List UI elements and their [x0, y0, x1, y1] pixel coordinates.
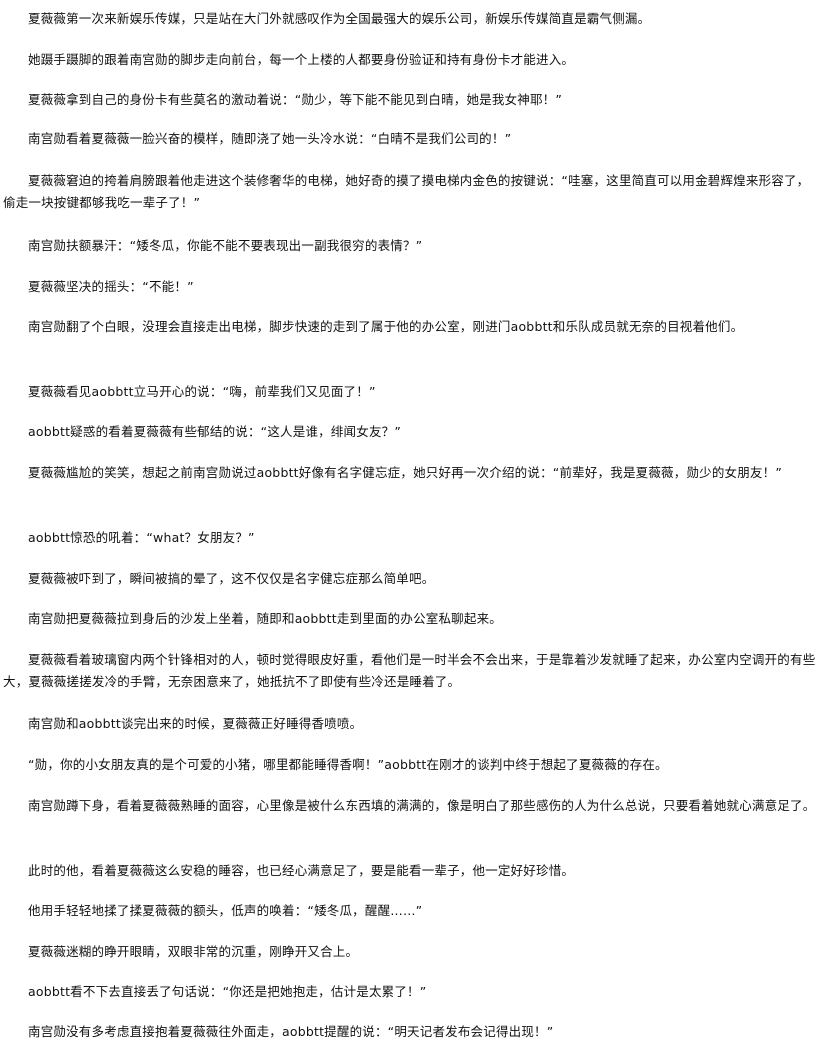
paragraph-23: 南宫勋没有多考虑直接抱着夏薇薇往外面走，aobbtt提醒的说：“明天记者发布会记… — [28, 1024, 554, 1039]
paragraph-9: 夏薇薇看见aobbtt立马开心的说：“嗨，前辈我们又见面了！” — [28, 384, 376, 399]
paragraph-8: 南宫勋翻了个白眼，没理会直接走出电梯，脚步快速的走到了属于他的办公室，刚进门ao… — [28, 319, 744, 334]
paragraph-2: 她蹑手蹑脚的跟着南宫勋的脚步走向前台，每一个上楼的人都要身份验证和持有身份卡才能… — [28, 52, 575, 67]
paragraph-22: aobbtt看不下去直接丢了句话说：“你还是把她抱走，估计是太累了！” — [28, 984, 427, 999]
paragraph-13: 夏薇薇被吓到了，瞬间被搞的晕了，这不仅仅是名字健忘症那么简单吧。 — [28, 571, 435, 586]
paragraph-5: 夏薇薇窘迫的挎着肩膀跟着他走进这个装修奢华的电梯，她好奇的摸了摸电梯内金色的按键… — [3, 173, 810, 210]
paragraph-6: 南宫勋扶额暴汗：“矮冬瓜，你能不能不要表现出一副我很穷的表情？” — [28, 238, 423, 253]
paragraph-21: 夏薇薇迷糊的睁开眼睛，双眼非常的沉重，刚睁开又合上。 — [28, 944, 359, 959]
paragraph-16: 南宫勋和aobbtt谈完出来的时候，夏薇薇正好睡得香喷喷。 — [28, 716, 363, 731]
paragraph-11: 夏薇薇尴尬的笑笑，想起之前南宫勋说过aobbtt好像有名字健忘症，她只好再一次介… — [28, 465, 783, 480]
paragraph-19: 此时的他，看着夏薇薇这么安稳的睡容，也已经心满意足了，要是能看一辈子，他一定好好… — [28, 863, 575, 878]
paragraph-1: 夏薇薇第一次来新娱乐传媒，只是站在大门外就感叹作为全国最强大的娱乐公司，新娱乐传… — [28, 11, 651, 26]
paragraph-12: aobbtt惊恐的吼着：“what？女朋友？” — [28, 530, 255, 545]
paragraph-14: 南宫勋把夏薇薇拉到身后的沙发上坐着，随即和aobbtt走到里面的办公室私聊起来。 — [28, 611, 502, 626]
paragraph-7: 夏薇薇坚决的摇头：“不能！” — [28, 279, 194, 294]
paragraph-17: “勋，你的小女朋友真的是个可爱的小猪，哪里都能睡得香啊！”aobbtt在刚才的谈… — [28, 757, 668, 772]
paragraph-15: 夏薇薇看着玻璃窗内两个针锋相对的人，顿时觉得眼皮好重，看他们是一时半会不会出来，… — [3, 652, 816, 689]
paragraph-3: 夏薇薇拿到自己的身份卡有些莫名的激动着说：“勋少，等下能不能见到白晴，她是我女神… — [28, 92, 563, 107]
paragraph-18: 南宫勋蹲下身，看着夏薇薇熟睡的面容，心里像是被什么东西填的满满的，像是明白了那些… — [28, 798, 816, 813]
paragraph-4: 南宫勋看着夏薇薇一脸兴奋的模样，随即浇了她一头冷水说：“白晴不是我们公司的！” — [28, 131, 512, 146]
paragraph-10: aobbtt疑惑的看着夏薇薇有些郁结的说：“这人是谁，绯闻女友？” — [28, 424, 402, 439]
paragraph-20: 他用手轻轻地揉了揉夏薇薇的额头，低声的唤着：“矮冬瓜，醒醒……” — [28, 903, 423, 918]
